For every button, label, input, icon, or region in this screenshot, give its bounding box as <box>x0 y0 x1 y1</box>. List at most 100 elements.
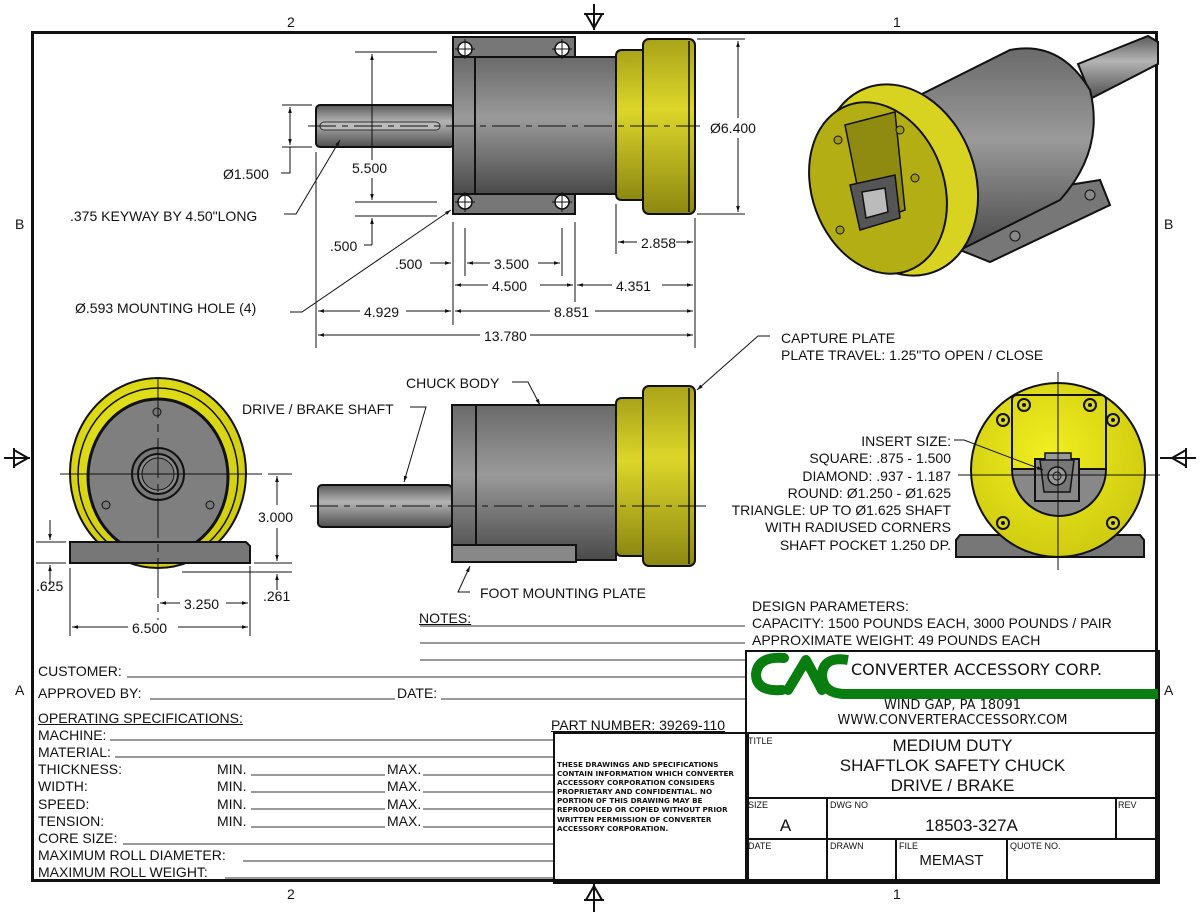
dwg-no-label: DWG NO <box>830 800 868 810</box>
callout-capture-plate: CAPTURE PLATE <box>781 330 896 346</box>
dim-overall-length: 13.780 <box>484 328 527 344</box>
thickness-label: THICKNESS: <box>38 761 123 777</box>
tension-min: MIN. <box>217 813 247 829</box>
tension-label: TENSION: <box>38 813 105 829</box>
drawing-title: MEDIUM DUTY SHAFTLOK SAFETY CHUCK DRIVE … <box>745 736 1160 796</box>
design-capacity: CAPACITY: 1500 POUNDS EACH, 3000 POUNDS … <box>752 615 1112 631</box>
title-line: MEDIUM DUTY <box>892 736 1013 755</box>
company-website[interactable]: WWW.CONVERTERACCESSORY.COM <box>837 713 1068 728</box>
width-min: MIN. <box>217 778 247 794</box>
callout-drive-shaft: DRIVE / BRAKE SHAFT <box>242 401 394 417</box>
title-block <box>745 650 1160 884</box>
machine-label: MACHINE: <box>38 727 107 743</box>
zone-top-1: 1 <box>893 14 901 30</box>
top-view <box>281 36 745 348</box>
legal-notice: THESE DRAWINGS AND SPECIFICATIONS CONTAI… <box>557 760 734 833</box>
max-roll-weight-label: MAXIMUM ROLL WEIGHT: <box>38 864 208 880</box>
dim-shaft-length: 4.929 <box>364 304 400 320</box>
speed-label: SPEED: <box>38 796 90 812</box>
dim-foot-edge: .500 <box>330 238 358 254</box>
zone-left-a: A <box>15 682 25 698</box>
dim-foot-thickness: .625 <box>36 578 64 594</box>
dim-foot-offset: .261 <box>263 588 291 604</box>
zone-bottom-1: 1 <box>893 886 901 902</box>
design-params-title: DESIGN PARAMETERS: <box>752 598 909 614</box>
op-specs-heading: OPERATING SPECIFICATIONS: <box>38 710 243 726</box>
section-arrow-top <box>584 4 604 31</box>
cac-logo <box>750 652 1158 699</box>
design-weight: APPROXIMATE WEIGHT: 49 POUNDS EACH <box>752 632 1041 648</box>
size-value: A <box>779 816 792 835</box>
core-size-label: CORE SIZE: <box>38 830 118 846</box>
section-arrow-bottom <box>584 883 604 912</box>
dim-shaft-diameter: Ø1.500 <box>223 166 269 182</box>
insert-line: ROUND: Ø1.250 - Ø1.625 <box>787 484 951 501</box>
max-roll-diameter-label: MAXIMUM ROLL DIAMETER: <box>38 847 226 863</box>
insert-line: INSERT SIZE: <box>861 433 951 449</box>
zone-right-a: A <box>1164 682 1174 698</box>
rev-label: REV <box>1118 800 1137 810</box>
capture-collar-top <box>615 49 645 201</box>
dim-center-height: 3.000 <box>258 509 294 525</box>
company-name: CONVERTER ACCESSORY CORP. <box>851 660 1102 679</box>
width-max: MAX. <box>387 778 422 794</box>
zone-top-2: 2 <box>287 14 295 30</box>
rear-view <box>36 377 292 636</box>
title-line: SHAFTLOK SAFETY CHUCK <box>839 756 1066 775</box>
speed-min: MIN. <box>217 796 247 812</box>
side-view <box>310 335 770 593</box>
callout-foot-plate: FOOT MOUNTING PLATE <box>480 585 646 601</box>
rear-foot <box>69 541 251 564</box>
dim-body-length: 8.851 <box>554 304 590 320</box>
dim-hole-edge: .500 <box>395 256 423 272</box>
company-address: WIND GAP, PA 18091 <box>883 698 1021 713</box>
callout-mount-hole: Ø.593 MOUNTING HOLE (4) <box>75 300 257 316</box>
callout-chuck-body: CHUCK BODY <box>406 375 500 391</box>
title-label: TITLE <box>748 736 773 746</box>
form-lines <box>110 625 745 879</box>
dim-capture-length: 2.858 <box>641 235 677 251</box>
tension-max: MAX. <box>387 813 422 829</box>
dim-body-diameter: Ø6.400 <box>710 120 756 136</box>
dim-front-length: 4.351 <box>616 278 652 294</box>
side-foot <box>451 544 577 563</box>
quote-no-label: QUOTE NO. <box>1010 841 1061 851</box>
material-label: MATERIAL: <box>38 744 111 760</box>
callout-plate-travel: PLATE TRAVEL: 1.25"TO OPEN / CLOSE <box>781 347 1044 363</box>
dwg-no-value: 18503-327A <box>925 816 1018 835</box>
zone-bottom-2: 2 <box>287 886 295 902</box>
notes-label: NOTES: <box>419 610 472 626</box>
zone-left-b: B <box>15 216 25 232</box>
date-label: DATE: <box>397 685 438 701</box>
approved-by-label: APPROVED BY: <box>38 685 142 701</box>
insert-line: SQUARE: .875 - 1.500 <box>809 450 951 467</box>
front-view <box>954 372 1160 570</box>
side-shaft <box>317 484 453 528</box>
title-line: DRIVE / BRAKE <box>890 776 1015 795</box>
drawing-frame <box>31 31 1158 882</box>
part-number: PART NUMBER: 39269-110 <box>551 717 726 733</box>
width-label: WIDTH: <box>38 778 88 794</box>
insert-line: WITH RADIUSED CORNERS <box>765 519 951 536</box>
thickness-min: MIN. <box>217 761 247 777</box>
section-arrow-right <box>1160 448 1196 468</box>
date-field-label: DATE <box>748 841 772 851</box>
side-capture-plate <box>642 385 696 567</box>
speed-max: MAX. <box>387 796 422 812</box>
zone-right-b: B <box>1164 216 1174 232</box>
company-address-block: WIND GAP, PA 18091 WWW.CONVERTERACCESSOR… <box>745 698 1160 728</box>
isometric-view <box>808 34 1159 277</box>
legal-box <box>553 732 749 884</box>
insert-line: TRIANGLE: UP TO Ø1.625 SHAFT <box>731 502 951 519</box>
insert-line: SHAFT POCKET 1.250 DP. <box>779 536 951 553</box>
callout-keyway: .375 KEYWAY BY 4.50"LONG <box>70 208 258 224</box>
side-body <box>451 404 617 561</box>
insert-size-notes: INSERT SIZE: SQUARE: .875 - 1.500 DIAMON… <box>690 433 951 554</box>
dim-foot-length: 4.500 <box>492 278 528 294</box>
insert-line: DIAMOND: .937 - 1.187 <box>802 467 951 484</box>
dim-hole-spacing: 3.500 <box>494 256 530 272</box>
file-label: FILE <box>899 841 919 851</box>
dim-mount-span: 5.500 <box>352 160 388 176</box>
file-value: MEMAST <box>919 852 984 869</box>
